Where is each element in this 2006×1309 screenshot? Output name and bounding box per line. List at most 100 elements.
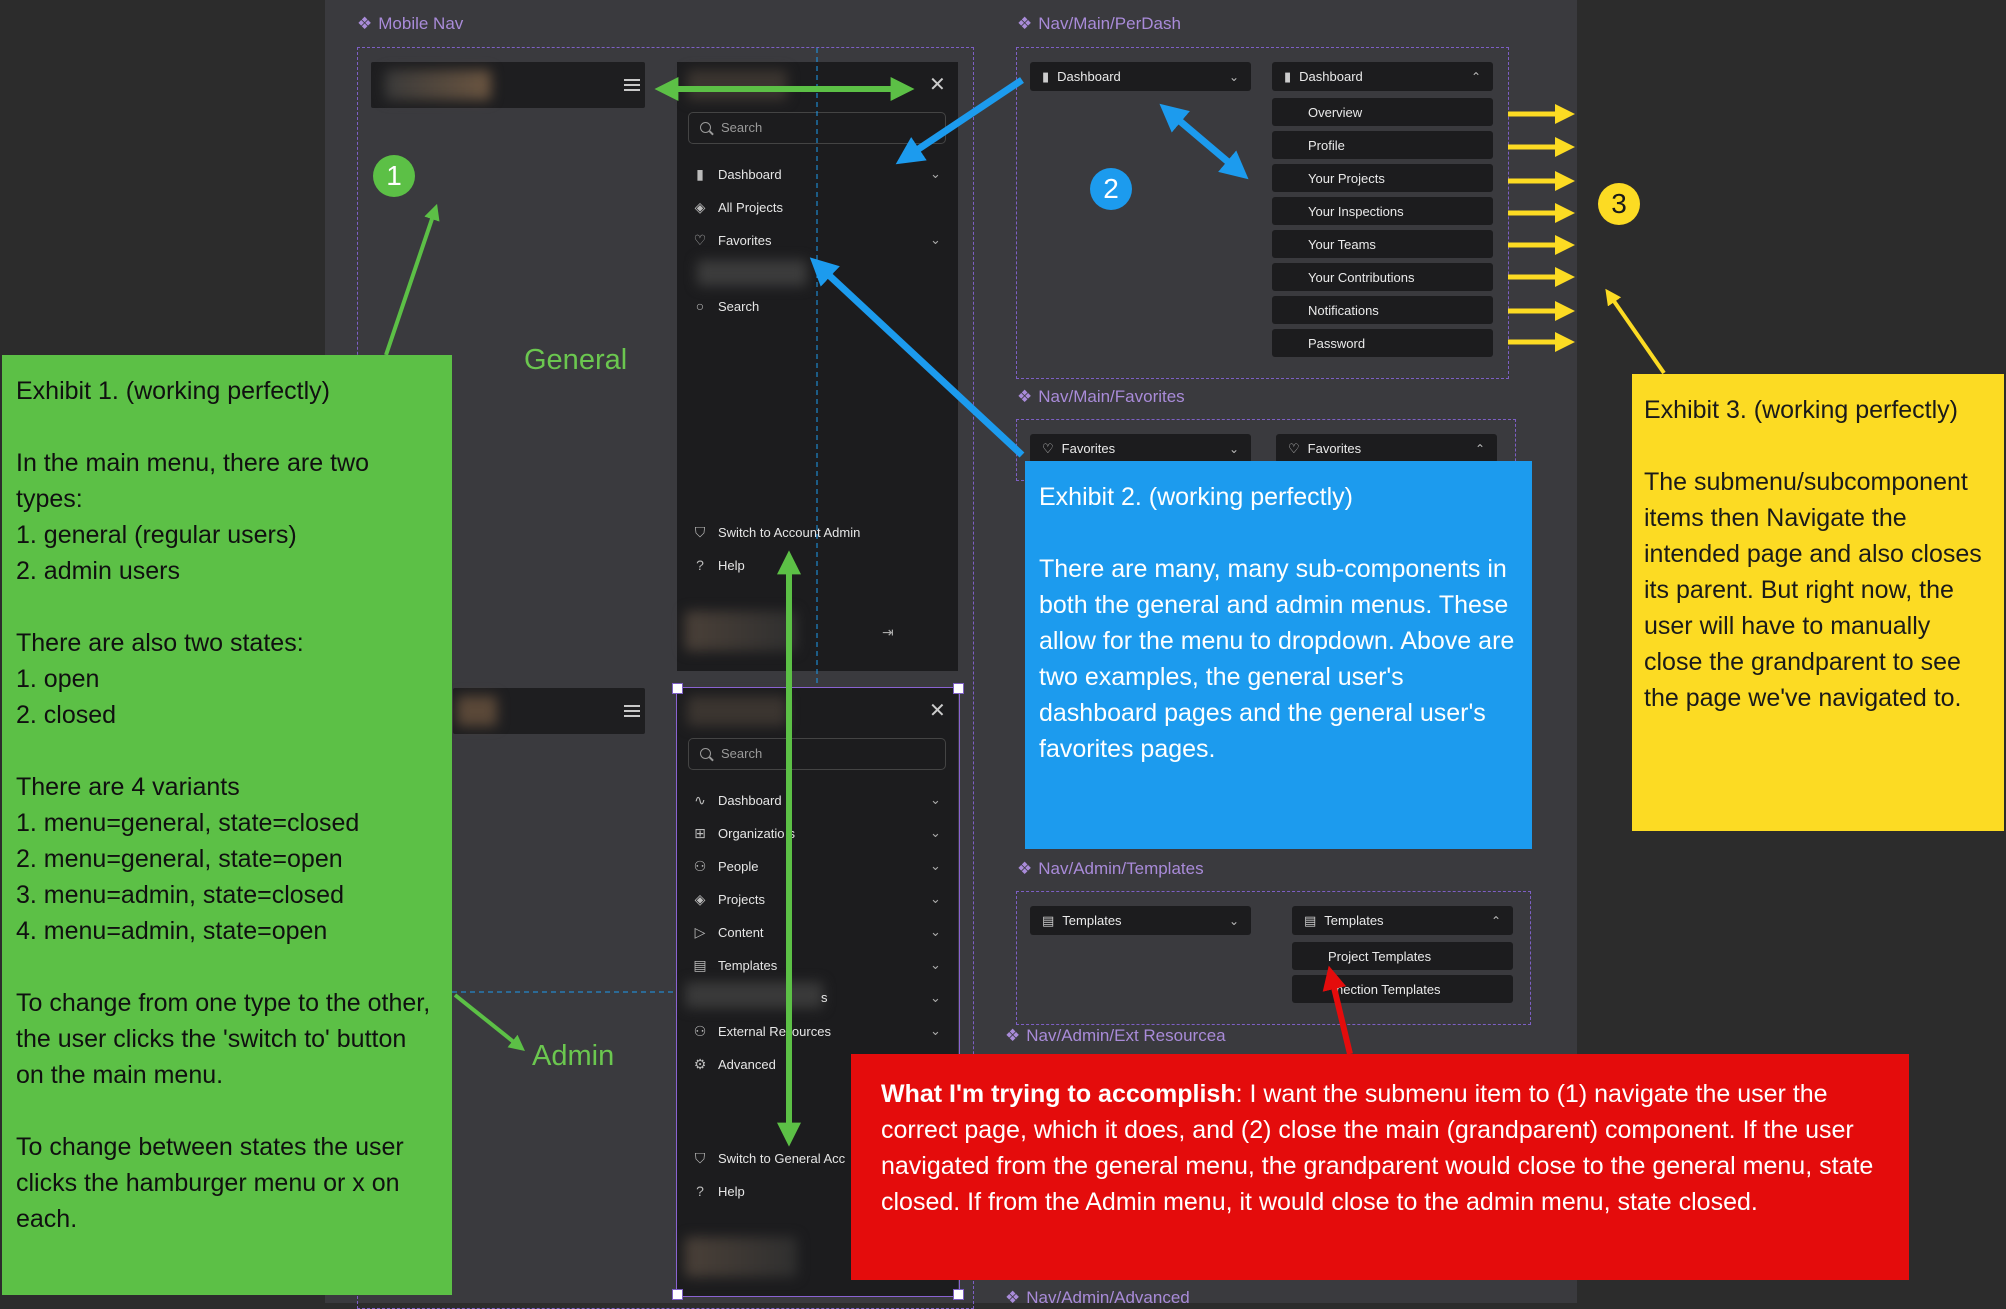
logout-icon[interactable]: ⇥ — [882, 624, 894, 640]
frame-label-perdash[interactable]: ❖Nav/Main/PerDash — [1017, 14, 1181, 33]
menu-item-advanced[interactable]: ⚙Advanced — [693, 1055, 776, 1072]
gear-icon: ⚙ — [693, 1055, 707, 1072]
dashboard-dropdown-open[interactable]: ▮Dashboard⌃ — [1272, 62, 1493, 91]
blurred-favorite-item — [697, 260, 807, 286]
submenu-your-inspections[interactable]: Your Inspections — [1272, 197, 1493, 225]
menu-item-content[interactable]: ▷Content — [692, 924, 764, 940]
favorites-dropdown-open[interactable]: ♡Favorites⌃ — [1276, 434, 1497, 463]
heart-icon: ♡ — [1288, 440, 1300, 456]
layers-icon: ◈ — [694, 890, 706, 907]
menu-item-all-projects[interactable]: ◈All Projects — [692, 199, 783, 215]
chevron-up-icon: ⌃ — [1470, 69, 1481, 84]
help-link[interactable]: ?Help — [692, 1183, 745, 1199]
frame-label-ext-resourcea[interactable]: ❖Nav/Admin/Ext Resourcea — [1005, 1026, 1226, 1045]
submenu-profile[interactable]: Profile — [1272, 131, 1493, 159]
menu-item-people[interactable]: ⚇People — [693, 857, 759, 874]
admin-open-panel: ✕ Search ∿Dashboard ⌄ ⊞Organizatios ⌄ ⚇P… — [677, 688, 958, 1296]
submenu-your-contributions[interactable]: Your Contributions — [1272, 263, 1493, 291]
chevron-down-icon: ⌄ — [1228, 441, 1239, 456]
selection-handle[interactable] — [953, 683, 964, 694]
bar-chart-icon: ▮ — [696, 165, 704, 182]
help-link[interactable]: ?Help — [692, 557, 745, 573]
goal-note-body: : I want the submenu item to (1) navigat… — [881, 1080, 1874, 1216]
submenu-notifications[interactable]: Notifications — [1272, 296, 1493, 324]
chevron-down-icon[interactable]: ⌄ — [930, 1023, 941, 1038]
submenu-your-projects[interactable]: Your Projects — [1272, 164, 1493, 192]
selection-handle[interactable] — [672, 1289, 683, 1300]
submenu-project-templates[interactable]: Project Templates — [1292, 942, 1513, 970]
close-icon[interactable]: ✕ — [929, 700, 946, 722]
help-icon: ? — [696, 557, 704, 573]
menu-item-dashboard[interactable]: ∿Dashboard — [692, 791, 781, 808]
menu-item-blurred-suffix[interactable]: s — [821, 990, 828, 1005]
user-avatar-placeholder — [685, 1237, 797, 1277]
menu-item-favorites[interactable]: ♡Favorites — [693, 231, 772, 248]
badge-3: 3 — [1598, 183, 1640, 225]
document-icon: ▤ — [693, 956, 707, 973]
component-icon: ❖ — [1005, 1026, 1021, 1045]
chevron-up-icon: ⌃ — [1490, 913, 1501, 928]
shield-icon: ⛉ — [694, 1149, 706, 1166]
close-icon[interactable]: ✕ — [929, 74, 946, 96]
search-icon — [700, 748, 711, 759]
chevron-down-icon[interactable]: ⌄ — [930, 792, 941, 807]
chevron-down-icon[interactable]: ⌄ — [930, 825, 941, 840]
component-icon: ❖ — [1017, 859, 1033, 878]
frame-label-templates[interactable]: ❖Nav/Admin/Templates — [1017, 859, 1204, 878]
chevron-down-icon[interactable]: ⌄ — [930, 924, 941, 939]
menu-item-templates[interactable]: ▤Templates — [693, 956, 778, 973]
frame-label-mobile-nav[interactable]: ❖Mobile Nav — [357, 14, 464, 33]
dashboard-dropdown-closed[interactable]: ▮Dashboard⌄ — [1030, 62, 1251, 91]
switch-to-general-button[interactable]: ⛉Switch to General Acc — [692, 1150, 845, 1166]
submenu-overview[interactable]: Overview — [1272, 98, 1493, 126]
heart-icon: ♡ — [693, 231, 707, 248]
switch-to-admin-button[interactable]: ⛉Switch to Account Admin — [692, 524, 861, 540]
exhibit-2-note: Exhibit 2. (working perfectly) There are… — [1025, 461, 1532, 849]
search-input[interactable]: Search — [688, 738, 946, 770]
document-icon: ▤ — [1304, 912, 1317, 928]
document-icon: ▤ — [1042, 912, 1055, 928]
chevron-down-icon: ⌄ — [1228, 913, 1239, 928]
logo-placeholder — [687, 696, 787, 726]
logo-placeholder — [385, 70, 491, 100]
people-icon: ⚇ — [693, 857, 707, 874]
badge-1: 1 — [373, 155, 415, 197]
general-label: General — [524, 344, 628, 376]
selection-handle[interactable] — [953, 1289, 964, 1300]
logo-placeholder — [457, 696, 497, 726]
chevron-down-icon[interactable]: ⌄ — [930, 166, 941, 181]
templates-dropdown-closed[interactable]: ▤Templates⌄ — [1030, 906, 1251, 935]
menu-item-dashboard[interactable]: ▮Dashboard — [692, 165, 781, 182]
chevron-down-icon[interactable]: ⌄ — [930, 990, 941, 1005]
frame-label-advanced[interactable]: ❖Nav/Admin/Advanced — [1005, 1288, 1190, 1307]
selection-handle[interactable] — [672, 683, 683, 694]
activity-icon: ∿ — [694, 791, 706, 808]
favorites-dropdown-closed[interactable]: ♡Favorites⌄ — [1030, 434, 1251, 463]
menu-item-projects[interactable]: ◈Projects — [692, 891, 765, 907]
chevron-down-icon[interactable]: ⌄ — [930, 232, 941, 247]
chevron-down-icon[interactable]: ⌄ — [930, 957, 941, 972]
submenu-password[interactable]: Password — [1272, 329, 1493, 357]
search-icon — [700, 122, 711, 133]
chevron-down-icon: ⌄ — [1228, 69, 1239, 84]
component-icon: ❖ — [1017, 14, 1033, 33]
play-circle-icon: ▷ — [694, 923, 706, 940]
admin-label: Admin — [532, 1040, 615, 1072]
exhibit-3-note: Exhibit 3. (working perfectly) The subme… — [1632, 374, 2004, 831]
submenu-your-teams[interactable]: Your Teams — [1272, 230, 1493, 258]
exhibit-1-note: Exhibit 1. (working perfectly) In the ma… — [2, 355, 452, 1295]
hamburger-icon[interactable] — [624, 705, 640, 717]
chevron-down-icon[interactable]: ⌄ — [930, 858, 941, 873]
grid-icon: ⊞ — [694, 824, 706, 841]
general-closed-topbar — [371, 62, 645, 108]
menu-item-search[interactable]: ○Search — [692, 298, 759, 314]
templates-dropdown-open[interactable]: ▤Templates⌃ — [1292, 906, 1513, 935]
hamburger-icon[interactable] — [624, 79, 640, 91]
templates-frame — [1016, 891, 1531, 1025]
chevron-down-icon[interactable]: ⌄ — [930, 891, 941, 906]
frame-label-favorites[interactable]: ❖Nav/Main/Favorites — [1017, 387, 1185, 406]
layers-icon: ◈ — [694, 198, 706, 215]
goal-note: What I'm trying to accomplish: I want th… — [851, 1054, 1909, 1280]
